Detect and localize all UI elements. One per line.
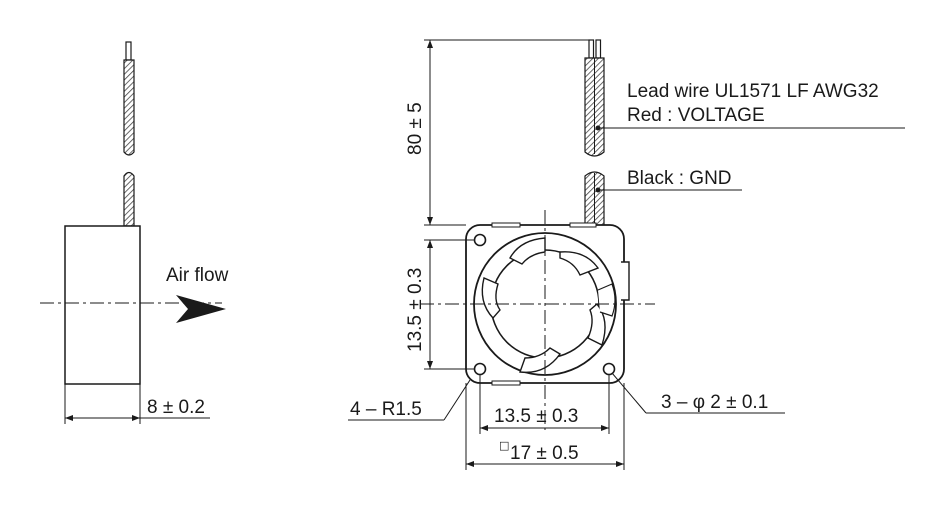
front-view-lead-wires — [584, 39, 605, 227]
lead-wire-red-label: Red : VOLTAGE — [627, 105, 765, 126]
side-view-lead-wire — [123, 41, 135, 227]
corner-radius-dim-label: 4 – R1.5 — [350, 399, 422, 420]
hole-leader: 3 – φ 2 ± 0.1 — [611, 372, 785, 414]
frame-size-dimension: □ 17 ± 0.5 — [465, 383, 625, 470]
mount-pitch-vertical-dimension: 13.5 ± 0.3 — [405, 239, 474, 370]
side-view: Air flow 8 ± 0.2 — [40, 41, 229, 424]
hole-dim-label: 3 – φ 2 ± 0.1 — [661, 392, 768, 413]
mount-pitch-horizontal-dimension: 13.5 ± 0.3 — [479, 375, 610, 434]
side-view-body — [64, 225, 141, 385]
frame-size-dim-label: 17 ± 0.5 — [510, 443, 579, 464]
lead-length-dim-label: 80 ± 5 — [405, 102, 426, 155]
square-symbol: □ — [499, 439, 509, 452]
thickness-dimension: 8 ± 0.2 — [64, 384, 210, 424]
lead-wire-callouts: Lead wire UL1571 LF AWG32 Red : VOLTAGE … — [598, 81, 905, 191]
thickness-dim-label: 8 ± 0.2 — [147, 397, 205, 418]
lead-length-dimension: 80 ± 5 — [405, 39, 589, 226]
lead-wire-black-label: Black : GND — [627, 168, 732, 189]
mount-pitch-vertical-dim-label: 13.5 ± 0.3 — [405, 268, 426, 352]
air-flow-arrow-icon — [176, 295, 226, 323]
front-view: 80 ± 5 13.5 ± 0.3 13.5 ± 0.3 — [348, 39, 785, 470]
air-flow-label: Air flow — [166, 265, 229, 286]
mount-pitch-horizontal-dim-label: 13.5 ± 0.3 — [494, 406, 578, 427]
mounting-hole-icon — [473, 233, 616, 376]
lead-wire-spec-label: Lead wire UL1571 LF AWG32 — [627, 81, 879, 102]
corner-radius-leader: 4 – R1.5 — [348, 379, 471, 421]
